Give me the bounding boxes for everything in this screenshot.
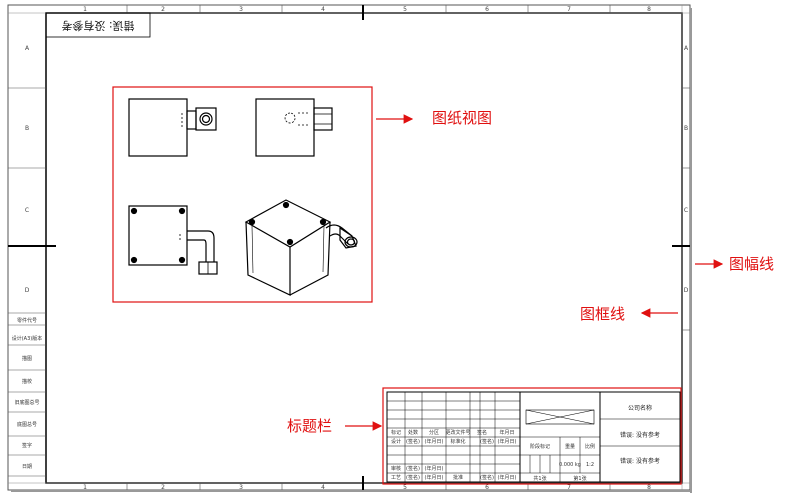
left-signature-strip: 零件代号 设计(A3)版本 描图 描校 旧底图总号 底图总号 签字 日期 <box>8 312 46 477</box>
svg-text:年月日: 年月日 <box>499 429 514 436</box>
col-label: 5 <box>403 484 407 491</box>
annotation-sheet-line: 图幅线 <box>695 255 774 273</box>
svg-text:工艺: 工艺 <box>391 475 401 481</box>
svg-text:(签名): (签名) <box>480 474 494 481</box>
error-reference-1: 错误: 没有参考 <box>620 431 660 439</box>
col-label: 2 <box>161 6 165 13</box>
title-block-header-row: 标记 处数 分区 更改文件号 签名 年月日 <box>391 429 515 436</box>
annotation-title-block: 标题栏 <box>287 417 383 435</box>
stage-mark-label: 阶段标记 <box>530 443 550 450</box>
crossed-box <box>525 409 595 425</box>
svg-text:(年月日): (年月日) <box>425 474 444 481</box>
error-reference-2: 错误: 没有参考 <box>620 457 660 465</box>
col-label: 7 <box>567 6 571 13</box>
label-title-block: 标题栏 <box>287 417 332 435</box>
row-label: A <box>25 45 30 52</box>
top-view <box>128 205 218 275</box>
svg-text:(签名): (签名) <box>406 438 420 445</box>
svg-text:审核: 审核 <box>391 465 401 472</box>
svg-text:(年月日): (年月日) <box>425 465 444 472</box>
col-label: 4 <box>321 484 325 491</box>
title-block: 标记 处数 分区 更改文件号 签名 年月日 设计 (签名) (年月日) 标准化 … <box>382 387 682 485</box>
title-block-process-row: 工艺 (签名) (年月日) 批准 (签名) (年月日) <box>391 474 517 481</box>
row-label: B <box>25 125 29 132</box>
strip-label: 描校 <box>22 378 32 385</box>
zone-columns-top: 1 2 3 4 5 6 7 8 <box>83 5 651 13</box>
svg-text:(年月日): (年月日) <box>498 438 517 445</box>
row-label: B <box>684 125 688 132</box>
frame-border <box>45 12 683 484</box>
col-label: 6 <box>485 484 489 491</box>
col-label: 4 <box>321 6 325 13</box>
row-label: D <box>25 287 30 294</box>
col-label: 2 <box>161 484 165 491</box>
svg-text:处数: 处数 <box>408 429 418 436</box>
col-label: 7 <box>567 484 571 491</box>
row-label: C <box>684 207 688 214</box>
strip-label: 底图总号 <box>17 421 37 428</box>
col-label: 3 <box>239 484 243 491</box>
svg-text:设计: 设计 <box>391 438 401 445</box>
label-drawing-view: 图纸视图 <box>432 109 492 127</box>
side-view <box>255 98 333 157</box>
svg-text:(签名): (签名) <box>480 438 494 445</box>
svg-text:(年月日): (年月日) <box>498 474 517 481</box>
strip-label: 签字 <box>22 442 32 449</box>
title-block-design-row: 设计 (签名) (年月日) 标准化 (签名) (年月日) <box>391 438 517 445</box>
svg-text:(签名): (签名) <box>406 474 420 481</box>
label-frame-line: 图框线 <box>580 305 625 323</box>
annotation-drawing-view: 图纸视图 <box>376 109 492 127</box>
row-label: D <box>684 287 689 294</box>
svg-text:批准: 批准 <box>453 474 463 481</box>
weight-label: 重量 <box>565 443 575 450</box>
front-view <box>128 98 217 157</box>
col-label: 8 <box>647 6 651 13</box>
zone-rows-left: A B C D <box>8 45 46 294</box>
sheet-number: 第1张 <box>573 475 586 482</box>
zone-rows-right: A B C D <box>682 45 690 331</box>
svg-text:签名: 签名 <box>477 429 487 436</box>
company-name: 公司名称 <box>628 404 652 412</box>
col-label: 5 <box>403 6 407 13</box>
mirrored-note-text: 错误: 没有参考 <box>61 19 134 33</box>
title-block-review-row: 审核 (签名) (年月日) <box>391 465 444 472</box>
title-block-highlight <box>382 387 682 485</box>
annotation-frame-line: 图框线 <box>580 305 678 323</box>
svg-text:标准化: 标准化 <box>450 438 465 445</box>
mirrored-reference-note: 错误: 没有参考 <box>45 12 151 38</box>
label-sheet-line: 图幅线 <box>729 255 774 273</box>
strip-label: 零件代号 <box>17 317 37 324</box>
row-label: A <box>684 45 689 52</box>
sheets-total: 共1张 <box>533 475 546 482</box>
weight-value: 0.000 kg <box>559 462 581 468</box>
col-label: 3 <box>239 6 243 13</box>
drawing-views <box>112 86 373 303</box>
row-label: C <box>25 207 29 214</box>
col-label: 1 <box>83 6 87 13</box>
strip-label: 描图 <box>22 355 32 362</box>
strip-label: 设计(A3)版本 <box>12 335 43 342</box>
col-label: 8 <box>647 484 651 491</box>
col-label: 1 <box>83 484 87 491</box>
svg-text:更改文件号: 更改文件号 <box>445 429 470 436</box>
svg-text:(年月日): (年月日) <box>425 438 444 445</box>
zone-columns-bottom: 1 2 3 4 5 6 7 8 <box>83 483 651 491</box>
strip-label: 日期 <box>22 464 32 470</box>
svg-text:标记: 标记 <box>391 429 401 436</box>
scale-label: 比例 <box>585 443 595 450</box>
scale-value: 1:2 <box>586 462 594 468</box>
strip-label: 旧底图总号 <box>14 399 39 406</box>
col-label: 6 <box>485 6 489 13</box>
svg-text:分区: 分区 <box>429 429 439 436</box>
isometric-view <box>244 199 358 296</box>
svg-text:(签名): (签名) <box>406 465 420 472</box>
drawing-view-highlight <box>112 86 373 303</box>
